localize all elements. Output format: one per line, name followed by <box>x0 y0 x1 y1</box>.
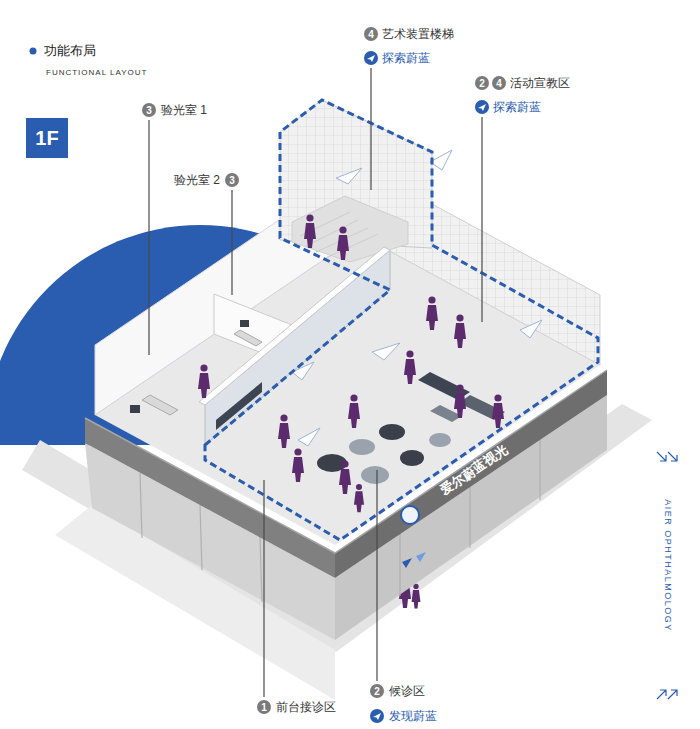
callout-circle: 4 <box>492 76 506 90</box>
label-box: AIER OPHTHALMOLOGY <box>662 499 673 632</box>
title-box: 功能布局 <box>44 42 96 60</box>
label-box: FUNCTIONAL LAYOUT <box>46 68 147 78</box>
label-box: 候诊区 <box>389 684 425 698</box>
callout-number: 3 <box>229 175 235 186</box>
awning-edge <box>85 370 607 553</box>
label-box: 前台接诊区 <box>276 700 336 714</box>
brand-text: AIER OPHTHALMOLOGY <box>662 499 672 632</box>
area-label: 探索蔚蓝 <box>382 51 430 65</box>
floor-label: 1F <box>35 127 58 150</box>
callout-number: 1 <box>261 702 267 713</box>
paper-planes <box>292 150 542 446</box>
label-box: 验光室 1 <box>161 103 207 117</box>
label-box: 探索蔚蓝 <box>493 100 541 114</box>
callout-circle: 1 <box>257 700 271 714</box>
seat <box>379 424 405 440</box>
label-box: 探索蔚蓝 <box>382 51 430 65</box>
floor-badge: 1F <box>26 118 68 158</box>
logo-disc <box>401 506 419 524</box>
callout-circle: 2 <box>370 684 384 698</box>
area-label: 前台接诊区 <box>276 700 336 714</box>
subtitle: FUNCTIONAL LAYOUT <box>46 68 147 77</box>
side-arrows <box>657 452 677 699</box>
facade-right <box>335 395 607 640</box>
monitor <box>240 320 249 327</box>
area-label: 发现蔚蓝 <box>389 709 437 723</box>
callout-number: 3 <box>146 105 152 116</box>
reception-sign <box>216 382 262 430</box>
seat <box>429 433 451 447</box>
seat <box>361 466 389 484</box>
mullions <box>140 440 540 602</box>
awning-band <box>85 418 335 578</box>
desk <box>142 395 178 415</box>
marker <box>402 558 412 568</box>
leader-lines <box>149 68 482 697</box>
monitor <box>130 405 140 413</box>
label-box: 活动宣教区 <box>510 76 570 90</box>
plane-icons <box>364 51 489 723</box>
label-box: 发现蔚蓝 <box>389 709 437 723</box>
callout-circle: 3 <box>142 103 156 117</box>
area-label: 活动宣教区 <box>510 76 570 90</box>
label-box: 艺术装置楼梯 <box>382 27 454 41</box>
callout-number: 4 <box>368 29 374 40</box>
desk <box>234 330 262 346</box>
area-label: 验光室 2 <box>174 173 220 187</box>
title-dot <box>30 48 37 55</box>
callout-circle: 2 <box>475 76 489 90</box>
callout-circle: 3 <box>225 173 239 187</box>
marker <box>416 552 426 562</box>
label-box: 验光室 2 <box>174 173 220 187</box>
callout-number: 4 <box>496 78 502 89</box>
callout-circle: 4 <box>364 27 378 41</box>
lobby-wall <box>205 250 390 445</box>
awning-band <box>335 370 607 578</box>
seat <box>400 450 424 466</box>
area-label: 候诊区 <box>389 684 425 698</box>
seat <box>349 439 375 455</box>
lobby-wall-top <box>199 247 390 405</box>
area-label: 验光室 1 <box>161 103 207 117</box>
title: 功能布局 <box>44 43 96 58</box>
area-label: 探索蔚蓝 <box>493 100 541 114</box>
callout-number: 2 <box>479 78 485 89</box>
area-label: 艺术装置楼梯 <box>382 27 454 41</box>
callout-number: 2 <box>374 686 380 697</box>
